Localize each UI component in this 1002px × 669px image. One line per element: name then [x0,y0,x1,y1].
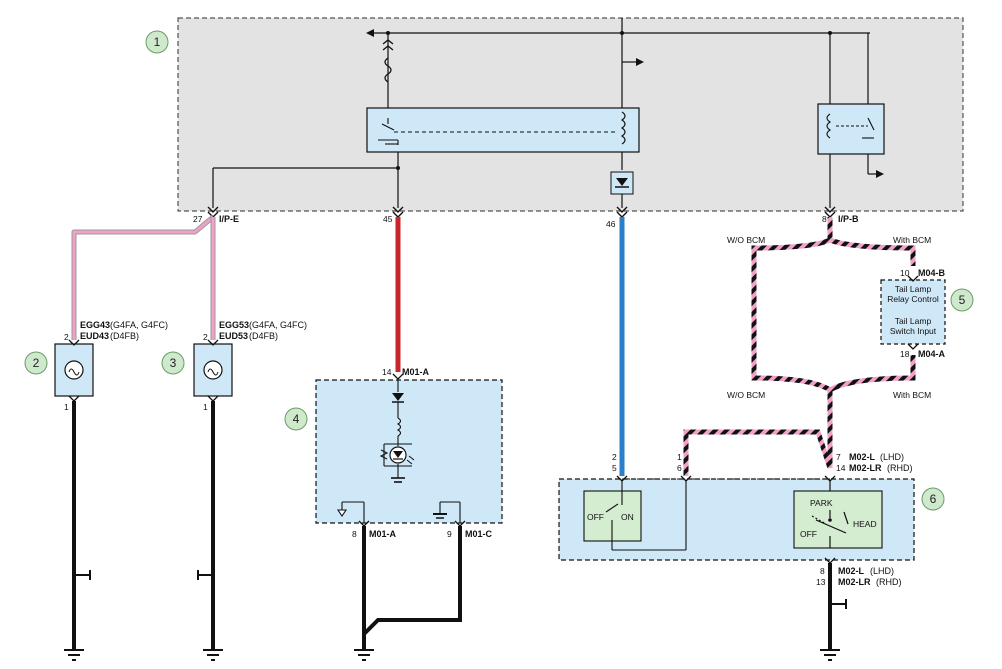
svg-text:PARK: PARK [810,498,833,508]
svg-text:46: 46 [606,219,616,229]
svg-text:13: 13 [816,577,826,587]
illumination-module [315,379,503,524]
callout-2: 2 [24,351,48,375]
svg-text:(D4FB): (D4FB) [249,331,278,341]
svg-text:1: 1 [64,402,69,412]
svg-text:5: 5 [612,463,617,473]
svg-text:(G4FA, G4FC): (G4FA, G4FC) [110,320,168,330]
svg-text:4: 4 [293,412,300,426]
svg-text:27: 27 [193,214,203,224]
ground-icon [820,649,840,661]
ground-icon [354,649,374,661]
svg-text:W/O BCM: W/O BCM [727,390,765,400]
svg-text:2: 2 [33,356,40,370]
relay-contacts [378,118,615,145]
svg-text:14: 14 [836,463,846,473]
callout-6: 6 [921,487,945,511]
svg-text:(LHD): (LHD) [870,566,894,576]
svg-text:M02-LR: M02-LR [849,463,882,473]
svg-text:9: 9 [447,529,452,539]
svg-text:OFF: OFF [800,529,817,539]
svg-text:2: 2 [612,452,617,462]
svg-text:M01-A: M01-A [369,529,397,539]
svg-text:M04-A: M04-A [918,349,946,359]
diode-icon [615,178,629,188]
svg-text:(RHD): (RHD) [876,577,902,587]
svg-text:10: 10 [900,268,910,278]
svg-text:With BCM: With BCM [893,390,931,400]
svg-text:2: 2 [64,332,69,342]
callout-1: 1 [145,30,169,54]
svg-text:1: 1 [677,452,682,462]
svg-text:M02-LR: M02-LR [838,577,871,587]
svg-text:With BCM: With BCM [893,235,931,245]
svg-text:M02-L: M02-L [849,452,876,462]
svg-text:1: 1 [203,402,208,412]
callout-4: 4 [284,407,308,431]
svg-text:5: 5 [959,293,966,307]
svg-text:8: 8 [822,214,827,224]
bcm-module [880,279,946,345]
svg-text:3: 3 [170,356,177,370]
tail-lamp-relay [366,107,640,153]
svg-text:8: 8 [352,529,357,539]
striped-wire [683,217,916,476]
svg-text:1: 1 [154,35,161,49]
svg-text:M01-C: M01-C [465,529,493,539]
svg-text:Relay Control: Relay Control [887,294,939,304]
led-icon [389,446,415,465]
svg-text:M02-L: M02-L [838,566,865,576]
svg-text:M01-A: M01-A [402,367,430,377]
svg-text:(LHD): (LHD) [880,452,904,462]
ground-icon [64,649,223,661]
svg-text:8: 8 [820,566,825,576]
svg-text:I/P-E: I/P-E [219,214,239,224]
connector-arrow-icon [366,29,374,37]
svg-text:EUD43: EUD43 [80,331,109,341]
diode-icon [392,393,404,403]
relay-coil-icon [620,111,626,145]
svg-text:6: 6 [930,492,937,506]
svg-text:W/O BCM: W/O BCM [727,235,765,245]
svg-text:HEAD: HEAD [853,519,877,529]
svg-text:2: 2 [203,332,208,342]
svg-text:EGG43: EGG43 [80,320,110,330]
svg-text:EUD53: EUD53 [219,331,248,341]
svg-text:(RHD): (RHD) [887,463,913,473]
pink-wire [71,215,216,340]
svg-text:18: 18 [900,349,910,359]
svg-text:ON: ON [621,512,634,522]
svg-text:OFF: OFF [587,512,604,522]
callout-5: 5 [950,288,974,312]
svg-text:Tail Lamp: Tail Lamp [895,284,932,294]
svg-text:(G4FA, G4FC): (G4FA, G4FC) [249,320,307,330]
connector-arrow-icon [876,170,884,178]
svg-text:EGG53: EGG53 [219,320,249,330]
svg-text:M04-B: M04-B [918,268,946,278]
svg-text:Switch Input: Switch Input [890,326,937,336]
connector-arrow-icon [636,58,644,66]
callout-3: 3 [161,351,185,375]
svg-text:14: 14 [382,367,392,377]
bulb-icon [64,360,84,380]
svg-text:Tail Lamp: Tail Lamp [895,316,932,326]
svg-text:45: 45 [383,214,393,224]
fuse-icon [382,39,394,83]
ground-icon [391,477,405,483]
svg-text:I/P-B: I/P-B [838,214,859,224]
svg-text:7: 7 [836,452,841,462]
light-switch [793,490,883,549]
svg-text:(D4FB): (D4FB) [110,331,139,341]
bulb-icon [203,360,223,380]
svg-text:6: 6 [677,463,682,473]
